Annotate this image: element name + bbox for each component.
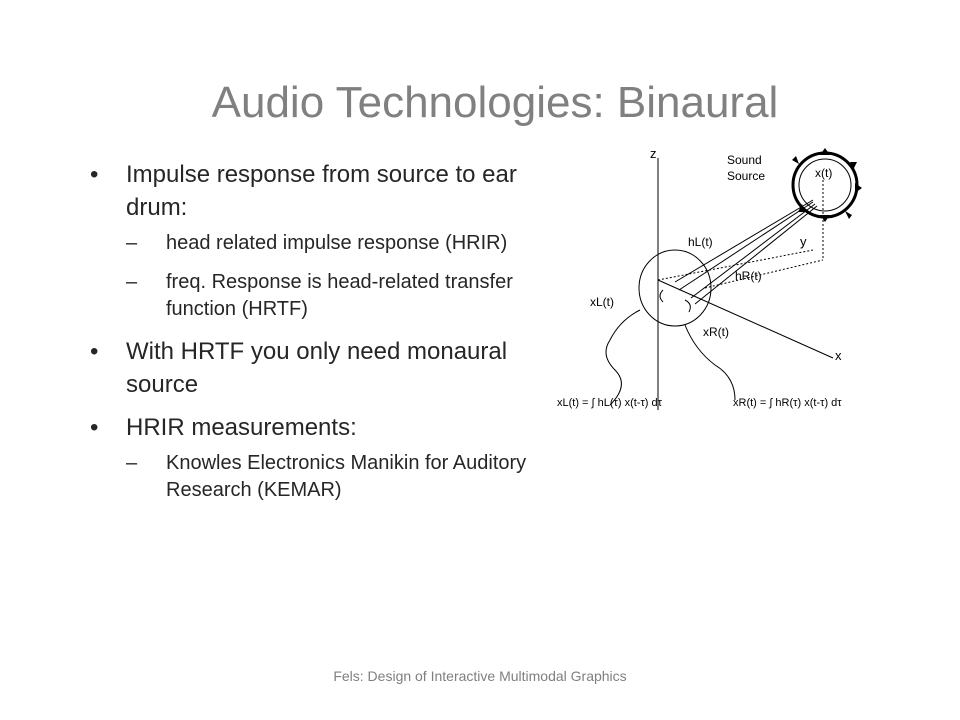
- sound-source-label-line1: Sound: [727, 153, 762, 167]
- ear-shape: [659, 289, 664, 303]
- path-left: [674, 199, 814, 283]
- sub-bullet-text: Knowles Electronics Manikin for Auditory…: [166, 452, 527, 501]
- bullet-item: • Impulse response from source to ear dr…: [88, 158, 558, 323]
- bullet-marker: •: [90, 414, 99, 441]
- equation-left: xL(t) = ∫ hL(τ) x(t-τ) dτ: [557, 397, 663, 409]
- bullet-item: • HRIR measurements: – Knowles Electroni…: [88, 411, 558, 504]
- arrow-marker: [850, 162, 857, 170]
- arrow-marker: [845, 211, 852, 219]
- sub-bullet-item: – Knowles Electronics Manikin for Audito…: [126, 450, 558, 504]
- sub-bullet-item: – head related impulse response (HRIR): [126, 230, 558, 257]
- sub-bullet-text: freq. Response is head-related transfer …: [166, 271, 513, 320]
- x-left-label: xL(t): [590, 295, 614, 309]
- hrtf-diagram-svg: z x y Sound Source x(t): [557, 146, 862, 410]
- source-arrows: [792, 148, 862, 222]
- equation-right: xR(t) = ∫ hR(τ) x(t-τ) dτ: [733, 397, 842, 409]
- h-left-label: hL(t): [688, 235, 713, 249]
- arrow-marker: [798, 204, 805, 212]
- x-axis: [657, 279, 834, 359]
- bullet-list: • Impulse response from source to ear dr…: [88, 158, 558, 516]
- bullet-marker: •: [90, 338, 99, 365]
- x-right-label: xR(t): [703, 325, 729, 339]
- path-right: [694, 205, 818, 305]
- source-signal-label: x(t): [815, 166, 832, 180]
- x-axis-label: x: [835, 348, 842, 363]
- dash-marker: –: [126, 271, 138, 293]
- arrow-marker: [820, 148, 830, 155]
- ear-shape: [684, 299, 691, 313]
- sub-bullet-item: – freq. Response is head-related transfe…: [126, 269, 558, 323]
- bullet-marker: •: [90, 161, 99, 188]
- path-right: [690, 203, 816, 299]
- sub-bullet-text: head related impulse response (HRIR): [166, 232, 508, 254]
- body-outline: [684, 324, 736, 401]
- arrow-marker: [820, 215, 830, 222]
- arrow-marker: [792, 156, 799, 164]
- dash-marker: –: [126, 452, 138, 474]
- bullet-text: HRIR measurements:: [126, 414, 357, 441]
- slide-footer: Fels: Design of Interactive Multimodal G…: [333, 668, 627, 684]
- head-outline: [638, 249, 712, 327]
- z-axis-label: z: [650, 146, 657, 161]
- projection-line: [704, 259, 824, 289]
- path-left: [678, 201, 814, 291]
- sub-bullet-list: – head related impulse response (HRIR) –…: [126, 230, 558, 323]
- sound-source-inner-ring: [798, 158, 852, 212]
- bullet-text: Impulse response from source to ear drum…: [126, 161, 517, 221]
- sound-source-label-line2: Source: [727, 169, 765, 183]
- sub-bullet-list: – Knowles Electronics Manikin for Audito…: [126, 450, 558, 504]
- y-axis-label: y: [800, 234, 807, 249]
- dash-marker: –: [126, 232, 138, 254]
- slide-title: Audio Technologies: Binaural: [211, 78, 779, 127]
- arrow-marker: [855, 183, 862, 193]
- h-right-label: hR(t): [735, 269, 762, 283]
- bullet-text: With HRTF you only need monaural source: [126, 338, 508, 398]
- body-outline: [605, 309, 641, 406]
- hrtf-diagram: z x y Sound Source x(t): [555, 140, 900, 420]
- bullet-item: • With HRTF you only need monaural sourc…: [88, 335, 558, 401]
